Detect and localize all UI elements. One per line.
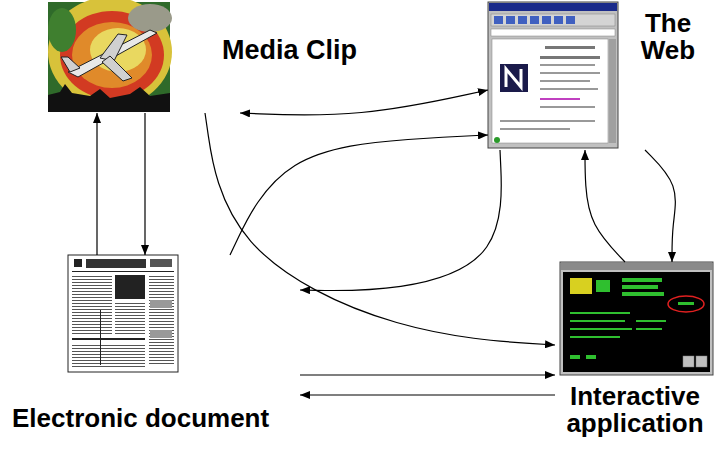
node-label: Interactive application: [555, 383, 715, 438]
node-label: The Web: [624, 10, 712, 65]
media-clip-picture: [48, 0, 172, 112]
web-browser-picture: [488, 2, 618, 148]
flow-arrow: [240, 90, 488, 115]
flow-arrow: [205, 113, 555, 345]
flow-arrow: [300, 374, 555, 375]
flow-arrow: [300, 394, 555, 395]
flow-arrow: [300, 150, 501, 291]
node-label: Media Clip: [222, 36, 398, 64]
media-node: The Web: [488, 2, 714, 150]
newspaper-picture: [68, 255, 178, 372]
flow-arrow: [230, 135, 488, 255]
media-node: Interactive application: [555, 262, 715, 448]
flow-arrow: [96, 113, 97, 255]
application-window-picture: [560, 262, 713, 375]
node-label: Electronic document: [12, 405, 298, 432]
media-node: Electronic document: [8, 255, 300, 445]
media-node: Media Clip: [48, 2, 400, 113]
flow-arrow: [645, 150, 675, 262]
flow-arrow: [144, 113, 145, 255]
flow-arrow: [585, 150, 625, 262]
